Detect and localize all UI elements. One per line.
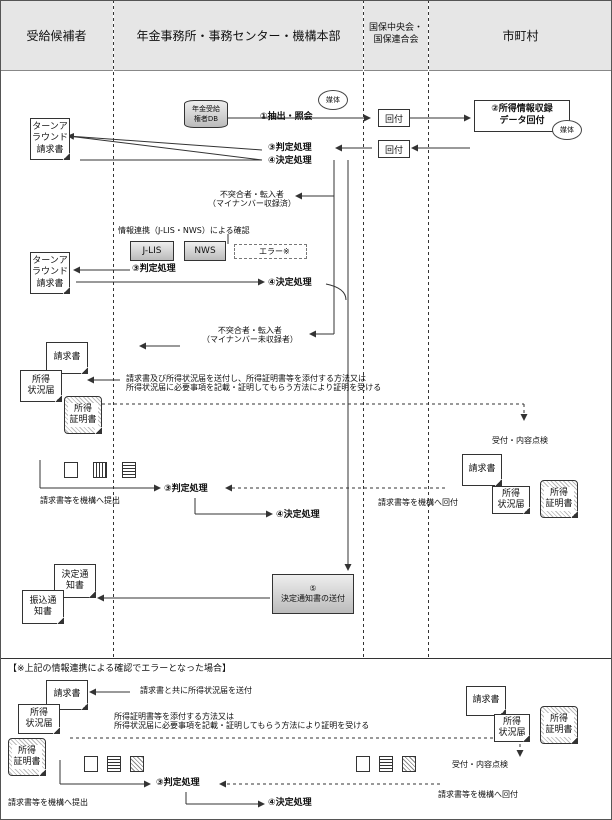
transfer-with-mynumber: 不突合者・転入者 （マイナンバー収録済）	[208, 190, 296, 209]
docs-icon-group	[64, 462, 137, 482]
header-municipality-label: 市町村	[502, 28, 539, 43]
income-status-doc-municipality: 所得 状況届	[492, 486, 530, 514]
step1-extract-inquiry: ①抽出・照会	[260, 112, 313, 122]
forward-label: 回付	[384, 145, 403, 156]
claim-label: 請求書	[53, 352, 81, 363]
error-indicator: エラー※	[234, 244, 307, 260]
income-cert-label: 所得 証明書	[544, 712, 574, 738]
income-status-label: 所得 状況届	[27, 374, 55, 396]
step3-judgment-1: ③判定処理	[268, 143, 312, 153]
header-pension-office: 年金事務所・事務センター・機構本部	[114, 0, 363, 71]
jlis-box: J-LIS	[130, 241, 174, 261]
medium-icon-municipality: 媒体	[552, 120, 582, 140]
medium-label: 媒体	[560, 126, 574, 134]
step2-income-data-transfer: ②所得情報収録 データ回付	[474, 100, 570, 132]
document-icon	[379, 756, 394, 772]
income-status-label: 所得 状況届	[497, 488, 525, 510]
error-receive-check-label: 受付・内容点検	[452, 760, 508, 769]
document-icon	[93, 462, 108, 478]
error-income-cert-doc: 所得 証明書	[8, 738, 46, 776]
step4-decision-1: ④決定処理	[268, 156, 312, 166]
turnaround-claim-doc-2: ターンア ラウンド 請求書	[30, 252, 70, 294]
medium-icon: 媒体	[318, 90, 348, 110]
claim-label: 請求書	[468, 464, 496, 475]
document-icon	[130, 756, 145, 772]
medium-label: 媒体	[326, 96, 340, 104]
claim-doc-municipality: 請求書	[462, 454, 502, 486]
header-applicant-label: 受給候補者	[26, 28, 87, 43]
income-status-label: 所得 状況届	[498, 716, 526, 738]
forward-box-1: 回付	[378, 109, 410, 127]
step3-judgment-2: ③判定処理	[132, 264, 176, 274]
jlis-label: J-LIS	[142, 246, 162, 256]
document-icon	[84, 756, 98, 772]
income-cert-label: 所得 証明書	[68, 402, 98, 428]
income-cert-label: 所得 証明書	[12, 744, 42, 770]
step4-decision-3: ④決定処理	[276, 510, 320, 520]
transfer-without-mynumber: 不突合者・転入者 （マイナンバー未収録者）	[202, 326, 298, 345]
submit-to-org-label: 請求書等を機構へ提出	[40, 496, 120, 505]
turnaround-claim-doc-1: ターンア ラウンド 請求書	[30, 118, 70, 160]
error-cert-description: 所得証明書等を添付する方法又は 所得状況届に必要事項を記載・証明してもらう方法に…	[114, 712, 370, 731]
claim-doc: 請求書	[46, 342, 88, 374]
header-federation-label: 国保中央会・ 国保連合会	[368, 23, 423, 45]
transfer-notice-label: 振込通 知書	[29, 595, 57, 617]
forward-box-2: 回付	[378, 140, 410, 158]
income-cert-label: 所得 証明書	[544, 486, 574, 512]
error-income-cert-doc-municipality: 所得 証明書	[540, 706, 578, 744]
header-pension-office-label: 年金事務所・事務センター・機構本部	[136, 28, 341, 43]
income-status-label: 所得 状況届	[25, 707, 53, 729]
return-to-org-label: 請求書等を機構へ回付	[378, 498, 458, 507]
document-icon	[122, 462, 137, 478]
pension-db-icon: 年金受給 権者DB	[184, 100, 228, 128]
income-status-doc: 所得 状況届	[20, 370, 62, 402]
document-icon	[107, 756, 122, 772]
decision-notice-label: 決定通 知書	[61, 569, 89, 591]
transfer-notice-doc: 振込通 知書	[22, 590, 64, 624]
header-municipality: 市町村	[429, 0, 612, 71]
step3-judgment-3: ③判定処理	[164, 484, 208, 494]
error-label: エラー※	[259, 247, 290, 256]
error-return-to-org-label: 請求書等を機構へ回付	[438, 790, 518, 799]
header-applicant: 受給候補者	[0, 0, 113, 71]
nws-label: NWS	[194, 246, 216, 256]
error-income-status-doc: 所得 状況届	[18, 704, 60, 734]
header-national-health-federation: 国保中央会・ 国保連合会	[364, 0, 428, 71]
step5-label: ⑤ 決定通知書の送付	[281, 583, 345, 603]
pension-db-label: 年金受給 権者DB	[192, 105, 220, 123]
error-docs-icon-group	[84, 756, 145, 776]
income-cert-doc: 所得 証明書	[64, 396, 102, 434]
claim-label: 請求書	[472, 695, 500, 706]
error-docs-icon-group-municipality	[356, 756, 417, 776]
error-section-title: 【※上記の情報連携による確認でエラーとなった場合】	[8, 664, 232, 674]
claim-label: 請求書	[53, 689, 81, 700]
document-icon	[402, 756, 417, 772]
step5-send-decision-notice: ⑤ 決定通知書の送付	[272, 574, 354, 614]
turnaround-label: ターンア ラウンド 請求書	[31, 256, 68, 289]
income-cert-doc-municipality: 所得 証明書	[540, 480, 578, 518]
forward-label: 回付	[384, 114, 403, 125]
error-claim-doc-municipality: 請求書	[466, 686, 506, 716]
step2-label: ②所得情報収録 データ回付	[491, 104, 553, 126]
send-with-status-label: 請求書と共に所得状況届を送付	[140, 686, 252, 695]
receive-check-label: 受付・内容点検	[492, 436, 548, 445]
error-step3-judgment: ③判定処理	[156, 778, 200, 788]
nws-box: NWS	[184, 241, 226, 261]
document-icon	[64, 462, 78, 478]
step4-decision-2: ④決定処理	[268, 278, 312, 288]
error-step4-decision: ④決定処理	[268, 798, 312, 808]
turnaround-label: ターンア ラウンド 請求書	[31, 122, 68, 155]
send-method-description: 請求書及び所得状況届を送付し、所得証明書等を添付する方法又は 所得状況届に必要事…	[126, 374, 382, 393]
info-linkage-label: 情報連携（J-LIS・NWS）による確認	[118, 226, 250, 235]
error-submit-to-org-label: 請求書等を機構へ提出	[8, 798, 88, 807]
document-icon	[356, 756, 370, 772]
error-income-status-doc-municipality: 所得 状況届	[494, 714, 530, 742]
